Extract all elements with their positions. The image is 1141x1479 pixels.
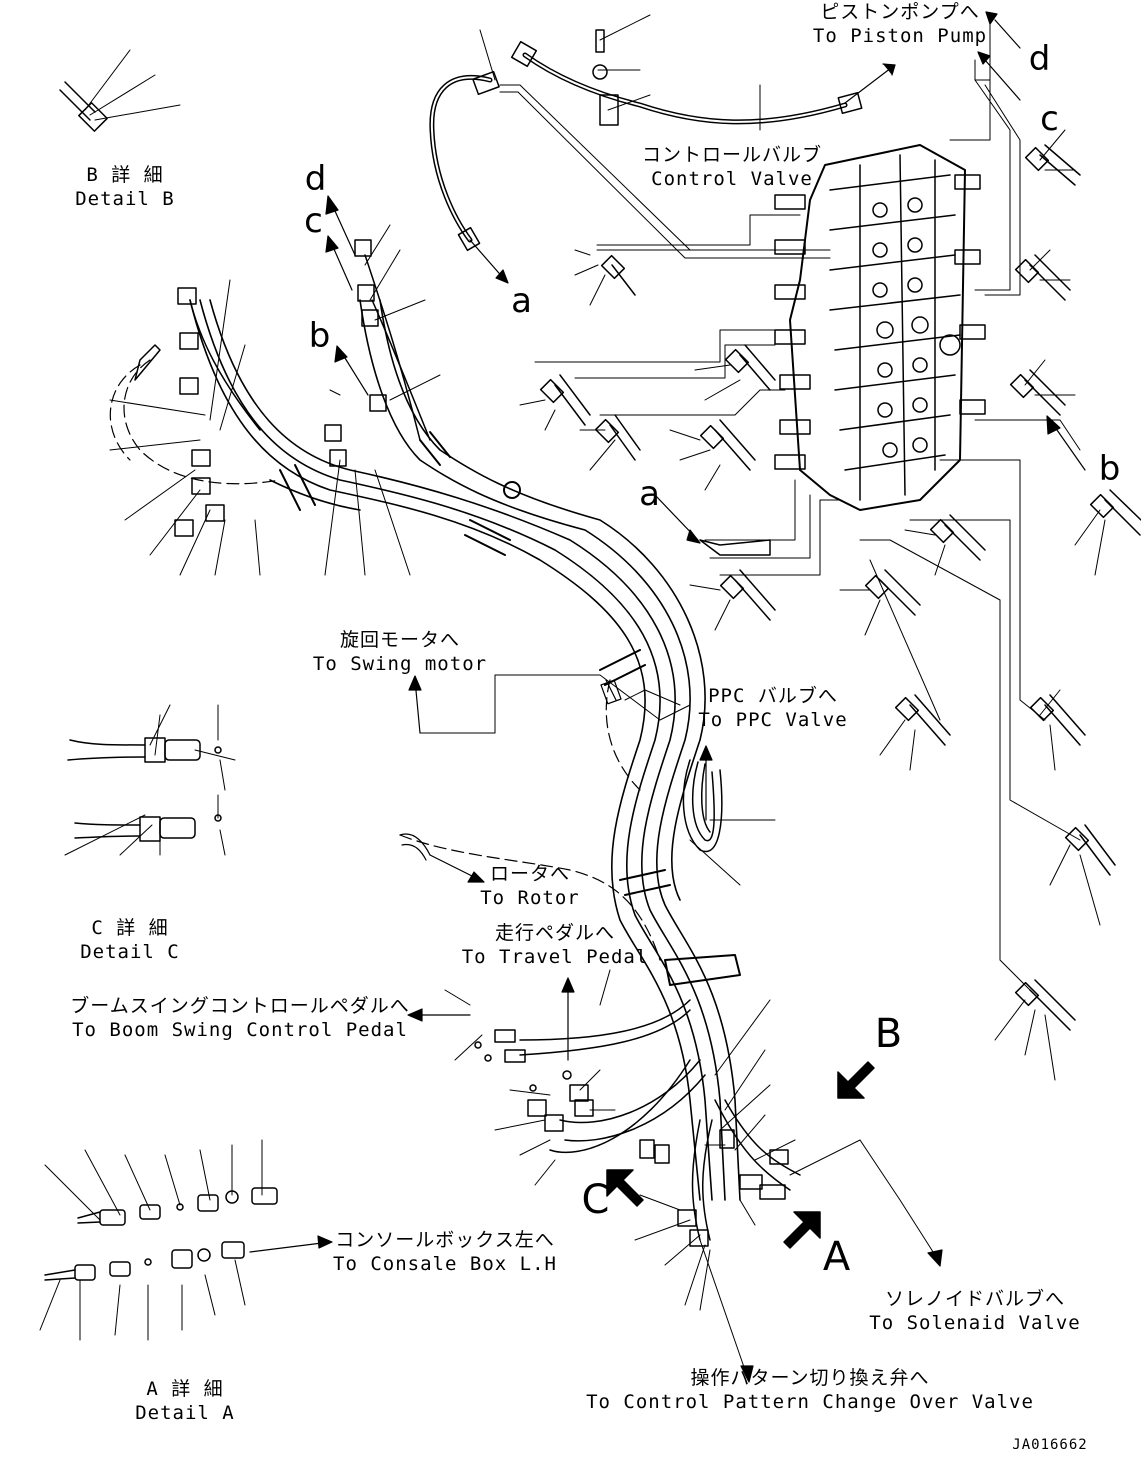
- callout-c-left: c: [304, 201, 324, 241]
- bundle-clamps: [279, 431, 741, 986]
- swing-motor-label-jp: 旋回モータへ: [339, 629, 460, 651]
- detail-c-label-en: Detail C: [80, 941, 180, 963]
- travel-pedal-label-jp: 走行ペダルへ: [494, 922, 615, 944]
- swing-motor-label: 旋回モータへ To Swing motor: [300, 628, 500, 676]
- console-box-label-en: To Consale Box L.H: [333, 1253, 557, 1275]
- boom-swing-label: ブームスイングコントロールペダルへ To Boom Swing Control …: [60, 994, 420, 1042]
- detail-b-fitting: [59, 81, 108, 132]
- detail-c-label-jp: C 詳 細: [91, 917, 169, 939]
- rotor-label-jp: ロータへ: [489, 863, 570, 885]
- callout-b-right: b: [1098, 449, 1122, 489]
- console-box-label-jp: コンソールボックス左へ: [335, 1229, 555, 1251]
- view-label-b: B: [874, 1011, 904, 1057]
- valve-ports: [872, 197, 961, 458]
- ppc-valve-label-jp: PPC バルブへ: [708, 685, 838, 707]
- phantom-hoses: [109, 359, 661, 961]
- control-valve-label: コントロールバルブ Control Valve: [632, 143, 832, 191]
- routing-leaders: [499, 29, 1081, 991]
- callout-a-upper: a: [511, 281, 533, 321]
- callout-b-left: b: [308, 316, 332, 356]
- callout-a-lower: a: [639, 474, 661, 514]
- detail-b-label: B 詳 細 Detail B: [60, 163, 190, 211]
- callout-d-right: d: [1028, 39, 1052, 79]
- boom-swing-label-jp: ブームスイングコントロールペダルへ: [70, 995, 410, 1017]
- detail-a-label-jp: A 詳 細: [146, 1378, 224, 1400]
- detail-a-fittings: [44, 1187, 278, 1281]
- ppc-hose-loop: [682, 759, 723, 853]
- swing-ppc-routes: [419, 674, 936, 1371]
- control-valve-label-jp: コントロールバルブ: [641, 144, 822, 166]
- rotor-label-en: To Rotor: [480, 887, 580, 909]
- pump-hoses: [429, 29, 863, 252]
- detail-c-fittings: [67, 737, 222, 842]
- ppc-valve-label-en: To PPC Valve: [698, 709, 848, 731]
- piston-pump-label-jp: ピストンポンプへ: [820, 1, 980, 23]
- view-label-a: A: [822, 1234, 852, 1280]
- valve-fittings: [774, 174, 986, 470]
- view-arrows: [606, 1061, 875, 1249]
- left-hose-ends: [134, 287, 261, 537]
- rotor-hose: [399, 679, 622, 861]
- flow-arrows: [249, 11, 1086, 1383]
- detail-b-label-jp: B 詳 細: [86, 164, 164, 186]
- detail-b-label-en: Detail B: [75, 188, 175, 210]
- control-pattern-label: 操作パターン切り換え弁へ To Control Pattern Change O…: [575, 1366, 1045, 1414]
- travel-pedal-label: 走行ペダルへ To Travel Pedal: [455, 921, 655, 969]
- solenoid-valve-label-jp: ソレノイドバルブへ: [884, 1288, 1065, 1310]
- rotor-label: ロータへ To Rotor: [470, 862, 590, 910]
- boom-swing-label-en: To Boom Swing Control Pedal: [72, 1019, 408, 1041]
- solenoid-valve-label: ソレノイドバルブへ To Solenaid Valve: [860, 1287, 1090, 1335]
- ppc-valve-label: PPC バルブへ To PPC Valve: [688, 684, 858, 732]
- callout-c-right: c: [1040, 99, 1060, 139]
- main-hose-bundle: [189, 299, 741, 1201]
- right-hose-ends: [539, 144, 1141, 1031]
- console-box-label: コンソールボックス左へ To Consale Box L.H: [320, 1228, 570, 1276]
- part-leader-lines: [39, 14, 1106, 1341]
- control-valve-body: [774, 144, 986, 511]
- solenoid-valve-label-en: To Solenaid Valve: [869, 1312, 1081, 1334]
- view-label-c: C: [581, 1177, 611, 1223]
- control-pattern-label-en: To Control Pattern Change Over Valve: [586, 1391, 1034, 1413]
- control-pattern-label-jp: 操作パターン切り換え弁へ: [690, 1367, 930, 1389]
- callout-d-left: d: [304, 159, 328, 199]
- travel-pedal-label-en: To Travel Pedal: [461, 946, 649, 968]
- swing-motor-label-en: To Swing motor: [312, 653, 488, 675]
- piston-pump-label-en: To Piston Pump: [812, 25, 988, 47]
- piston-pump-label: ピストンポンプへ To Piston Pump: [795, 0, 1005, 48]
- drawing-number: JA016662: [1012, 1437, 1088, 1453]
- detail-c-label: C 詳 細 Detail C: [70, 916, 190, 964]
- detail-a-label-en: Detail A: [135, 1402, 235, 1424]
- detail-a-label: A 詳 細 Detail A: [125, 1377, 245, 1425]
- bottom-hose-fanout: [474, 999, 801, 1247]
- pump-route: [974, 19, 991, 81]
- middle-hose-ends: [324, 239, 431, 467]
- control-valve-label-en: Control Valve: [651, 168, 813, 190]
